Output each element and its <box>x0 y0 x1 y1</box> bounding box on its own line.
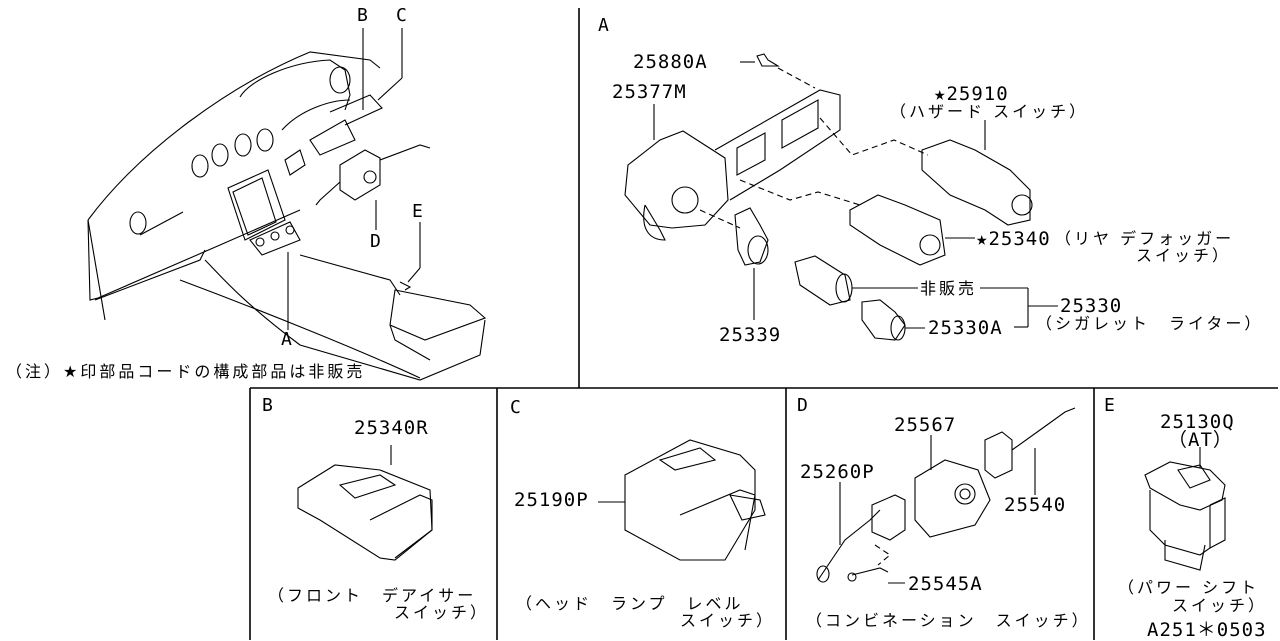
overview-note: （注）★印部品コードの構成部品は非販売 <box>6 362 366 381</box>
panel-d-label: D <box>797 395 808 416</box>
part-25340r-name-line2: スイッチ） <box>394 603 490 622</box>
part-25340r-name-line1: （フロント デアイサー <box>268 586 477 605</box>
part-25880a: 25880A <box>633 51 708 73</box>
panel-c-label: C <box>510 397 521 418</box>
part-25540: 25540 <box>1004 494 1067 516</box>
panel-c-drawing <box>598 439 766 561</box>
part-25340r: 25340R <box>354 417 429 439</box>
overview-callout-a: A <box>281 329 292 350</box>
panel-e-label: E <box>1104 395 1115 416</box>
part-25567: 25567 <box>894 414 957 436</box>
part-25340: ★25340 <box>976 228 1051 250</box>
part-25260p: 25260P <box>800 461 875 483</box>
part-25377m: 25377M <box>612 81 687 103</box>
overview-callout-e: E <box>412 201 423 222</box>
overview-callout-d: D <box>370 231 381 252</box>
part-25190p: 25190P <box>514 489 589 511</box>
part-25130q-variant: （AT） <box>1168 429 1233 451</box>
part-25190p-name-line1: （ヘッド ランプ レベル <box>516 594 744 613</box>
panel-b-drawing <box>297 445 433 561</box>
panel-frames <box>249 8 1278 640</box>
panel-d-drawing <box>816 407 1076 584</box>
panel-a-drawing <box>624 53 1058 341</box>
panel-e-drawing <box>1144 447 1226 571</box>
dashboard-overview-drawing <box>87 28 487 381</box>
part-25910-name: （ハザード スイッチ） <box>890 102 1089 121</box>
part-25330a: 25330A <box>928 317 1003 339</box>
part-25330: 25330 <box>1060 295 1123 317</box>
part-25339: 25339 <box>719 324 782 346</box>
part-25340-name-line1: （リヤ デフォッガー <box>1055 229 1235 248</box>
part-25340-name-line2: スイッチ） <box>1136 246 1232 265</box>
panel-a-label: A <box>598 15 609 36</box>
part-25910: ★25910 <box>934 83 1009 105</box>
part-25545a: 25545A <box>908 573 983 595</box>
part-25130q-name-line1: （パワー シフト <box>1118 578 1260 597</box>
drawing-id: A251＊0503 <box>1147 619 1267 641</box>
overview-callout-b: B <box>357 5 368 26</box>
not-for-sale-label: 非販売 <box>920 279 978 298</box>
part-25190p-name-line2: スイッチ） <box>680 611 776 630</box>
part-25130q: 25130Q <box>1160 411 1235 433</box>
part-combination-switch-name: （コンビネーション スイッチ） <box>806 611 1091 630</box>
part-25130q-name-line2: スイッチ） <box>1172 596 1268 615</box>
overview-callout-c: C <box>396 5 407 26</box>
panel-b-label: B <box>262 395 273 416</box>
part-25330-name: （シガレット ライター） <box>1036 314 1264 333</box>
